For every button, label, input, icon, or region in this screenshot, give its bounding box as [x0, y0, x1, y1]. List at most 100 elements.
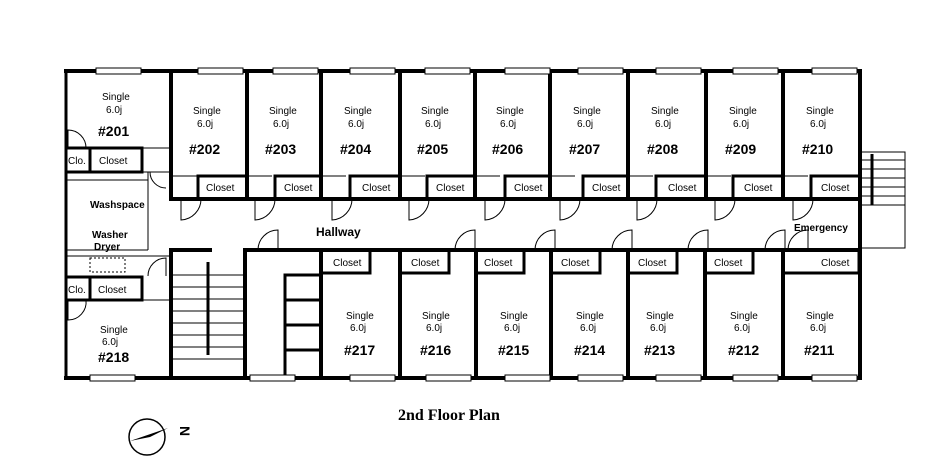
door [147, 171, 167, 189]
closet-label: Closet [362, 183, 391, 194]
room-size: 6.0j [425, 119, 441, 130]
room-number: #206 [492, 141, 523, 157]
room-type: Single [651, 106, 679, 117]
window [504, 374, 551, 382]
doors [67, 129, 814, 321]
room-type: Single [730, 311, 758, 322]
door [331, 198, 353, 221]
closet-label: Closet [98, 285, 127, 296]
window [655, 67, 702, 75]
window [349, 374, 396, 382]
room-type: Single [422, 311, 450, 322]
room-size: 6.0j [350, 323, 366, 334]
room-size: 6.0j [197, 119, 213, 130]
window [504, 67, 551, 75]
door [787, 229, 809, 251]
labels: Single6.0j#201Single6.0j#202Single6.0j#2… [68, 92, 850, 365]
door [257, 229, 279, 251]
clo-label: Clo. [68, 285, 86, 296]
room-type: Single [269, 106, 297, 117]
door [764, 229, 786, 251]
closet-label: Closet [484, 258, 513, 269]
room-number: #201 [98, 123, 129, 139]
plan-title: 2nd Floor Plan [398, 407, 500, 424]
door [67, 299, 87, 321]
closet-label: Closet [821, 183, 850, 194]
room-type: Single [102, 92, 130, 103]
room-size: 6.0j [733, 119, 749, 130]
window [272, 67, 319, 75]
room-number: #214 [574, 342, 605, 358]
door [147, 257, 167, 277]
room-size: 6.0j [504, 323, 520, 334]
svg-text:N: N [177, 426, 193, 436]
window [89, 374, 136, 382]
closet-label: Closet [638, 258, 667, 269]
room-type: Single [646, 311, 674, 322]
door [254, 198, 276, 221]
room-number: #204 [340, 141, 371, 157]
washer-label: Washer [92, 230, 128, 241]
room-type: Single [729, 106, 757, 117]
room-number: #203 [265, 141, 296, 157]
closet-label: Closet [206, 183, 235, 194]
room-number: #216 [420, 342, 451, 358]
windows [89, 67, 858, 382]
room-size: 6.0j [102, 337, 118, 348]
room-type: Single [496, 106, 524, 117]
window [95, 67, 142, 75]
room-type: Single [346, 311, 374, 322]
washspace-label: Washspace [90, 200, 145, 211]
room-number: #208 [647, 141, 678, 157]
room-number: #215 [498, 342, 529, 358]
door [454, 229, 476, 251]
closet-label: Closet [514, 183, 543, 194]
door [67, 129, 87, 149]
window [577, 374, 624, 382]
room-type: Single [573, 106, 601, 117]
closet-label: Closet [561, 258, 590, 269]
room-number: #202 [189, 141, 220, 157]
door [408, 198, 430, 221]
room-size: 6.0j [500, 119, 516, 130]
room-size: 6.0j [426, 323, 442, 334]
window [655, 374, 702, 382]
dryer-label: Dryer [94, 242, 120, 253]
window [732, 67, 779, 75]
north-arrow-icon: N [128, 418, 193, 456]
room-number: #211 [804, 342, 835, 358]
window [811, 374, 858, 382]
room-type: Single [421, 106, 449, 117]
room-size: 6.0j [734, 323, 750, 334]
closet-label: Closet [436, 183, 465, 194]
room-type: Single [806, 106, 834, 117]
clo-label: Clo. [68, 156, 86, 167]
room-size: 6.0j [650, 323, 666, 334]
room-number: #218 [98, 349, 129, 365]
closet-label: Closet [592, 183, 621, 194]
room-size: 6.0j [580, 323, 596, 334]
door [792, 198, 814, 221]
hallway-label: Hallway [316, 225, 361, 239]
closet-label: Closet [668, 183, 697, 194]
staircase [171, 151, 906, 360]
room-type: Single [344, 106, 372, 117]
window [349, 67, 396, 75]
closet-label: Closet [411, 258, 440, 269]
window [197, 67, 244, 75]
door [714, 198, 736, 221]
closet-label: Closet [333, 258, 362, 269]
closet-label: Closet [821, 258, 850, 269]
room-number: #205 [417, 141, 448, 157]
room-type: Single [576, 311, 604, 322]
door [484, 198, 506, 221]
room-size: 6.0j [810, 119, 826, 130]
door [687, 229, 709, 251]
room-size: 6.0j [577, 119, 593, 130]
closet-label: Closet [714, 258, 743, 269]
door [611, 229, 633, 251]
room-size: 6.0j [348, 119, 364, 130]
room-number: #207 [569, 141, 600, 157]
room-number: #212 [728, 342, 759, 358]
emergency-label: Emergency [794, 223, 848, 234]
